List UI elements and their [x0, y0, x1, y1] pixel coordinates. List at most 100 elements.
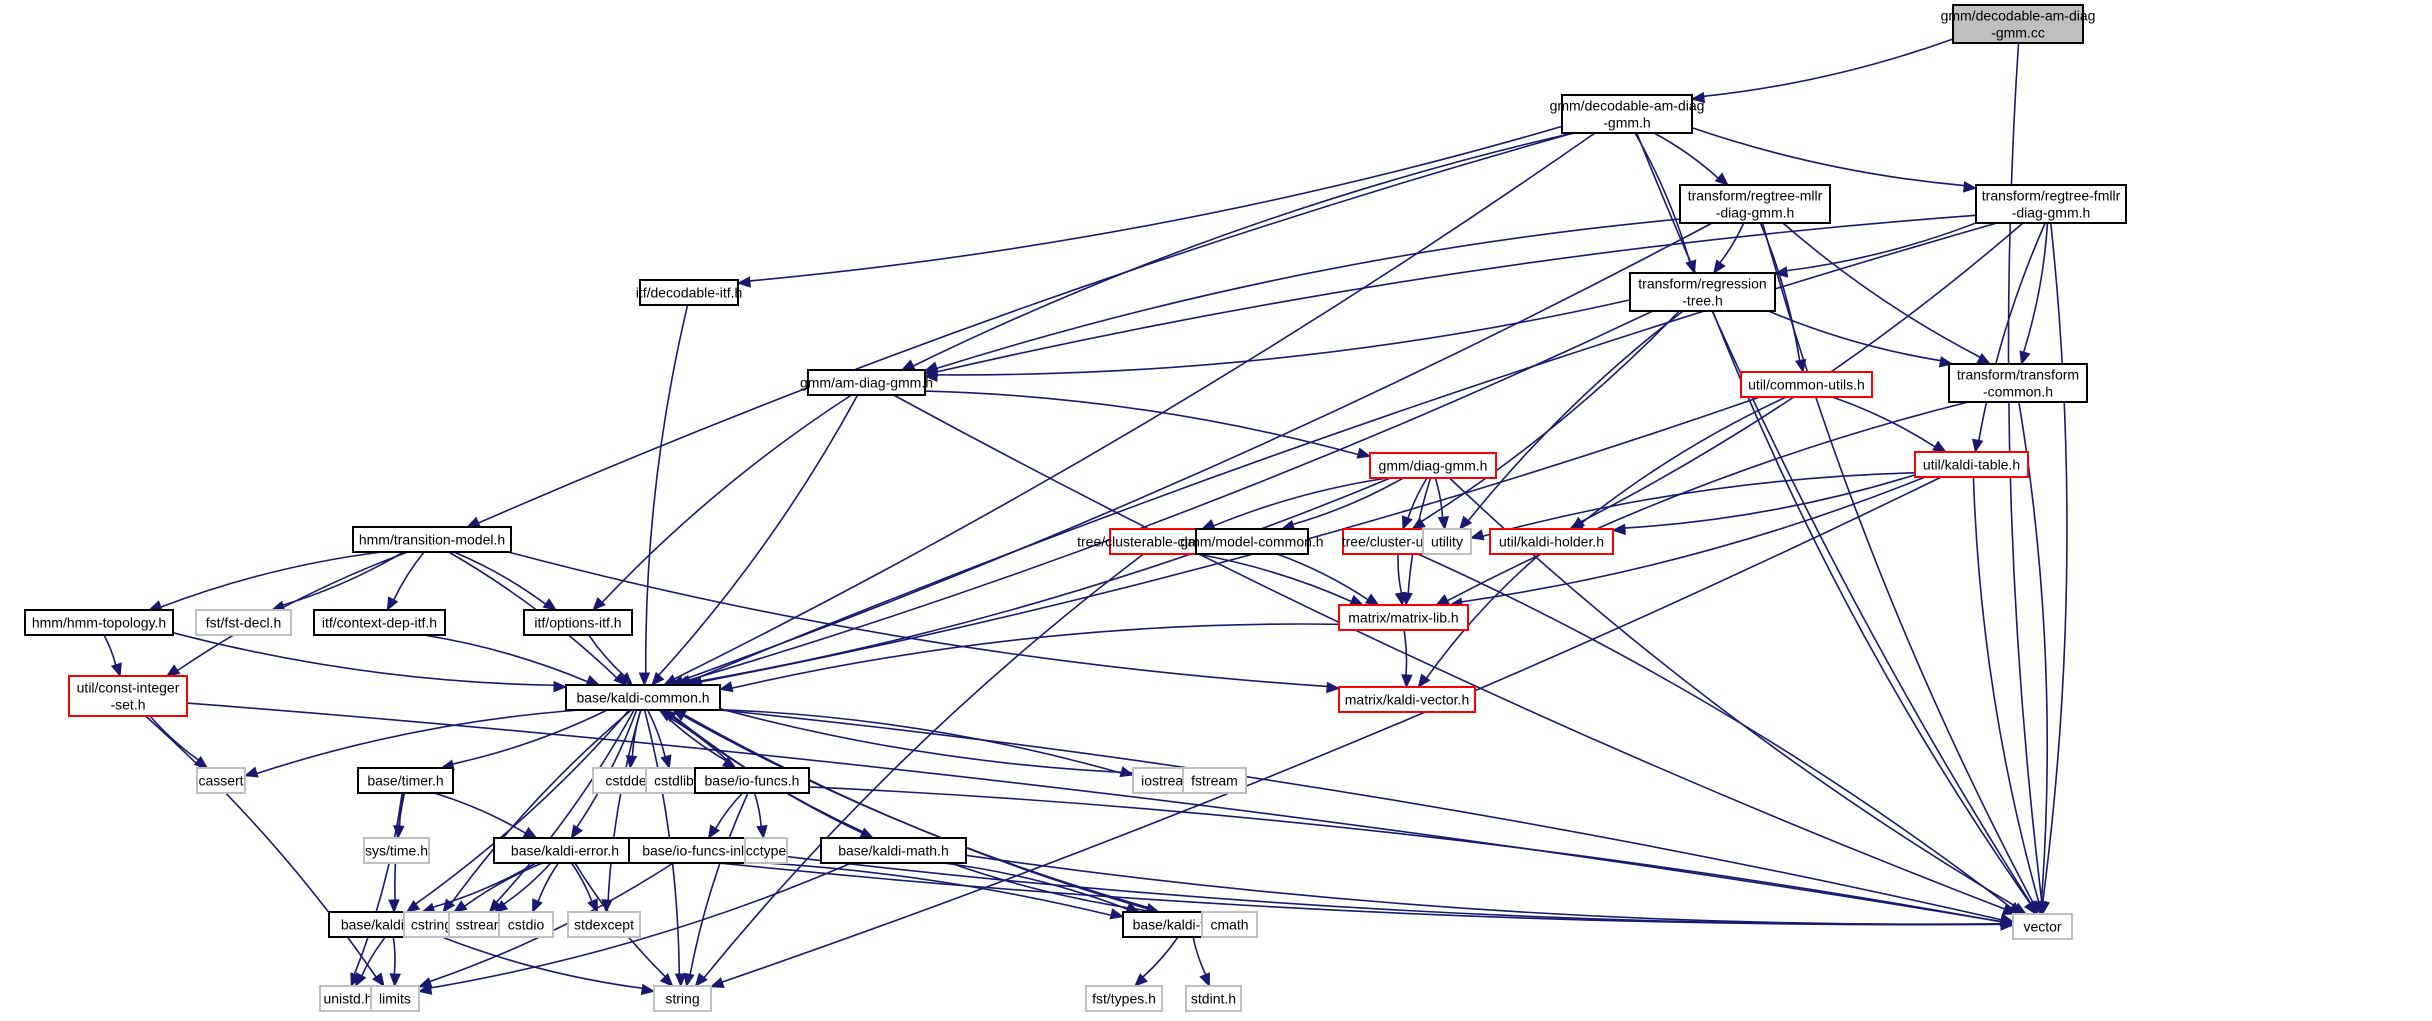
edge-line: [719, 709, 2002, 921]
arrowhead-icon: [585, 675, 601, 686]
node-label: transform/regression: [1638, 276, 1766, 292]
node-amg[interactable]: gmm/am-diag-gmm.h: [800, 369, 933, 396]
edge-line: [570, 862, 593, 902]
node-tm[interactable]: hmm/transition-model.h: [352, 526, 512, 553]
node-root[interactable]: gmm/decodable-am-diag-gmm.cc: [1941, 4, 2096, 44]
node-label: fst/fst-decl.h: [206, 615, 281, 631]
arrowhead-icon: [900, 359, 916, 371]
edge-line: [808, 786, 2002, 923]
node-label: iostream: [1141, 773, 1195, 789]
node-label: base/io-funcs.h: [705, 773, 800, 789]
node-label: cstdio: [508, 917, 545, 933]
node-dam[interactable]: gmm/decodable-am-diag-gmm.h: [1550, 94, 1705, 134]
node-stdexcept: stdexcept: [567, 911, 641, 938]
node-label: cstring: [411, 917, 452, 933]
node-util: utility: [1422, 528, 1472, 555]
edge-line: [681, 222, 1713, 681]
arrowhead-icon: [493, 899, 509, 913]
include-edge-dg-to-clu: [1402, 477, 1428, 531]
arrowhead-icon: [2000, 918, 2015, 931]
node-box: [1182, 767, 1247, 794]
node-km[interactable]: base/kaldi-math.h: [820, 837, 967, 864]
node-tc[interactable]: transform/transform-common.h: [1948, 363, 2088, 403]
include-edge-mc-to-ml: [1276, 553, 1380, 606]
node-kv[interactable]: matrix/kaldi-vector.h: [1338, 686, 1476, 713]
arrowhead-icon: [2008, 901, 2023, 915]
edge-line: [1292, 477, 1404, 526]
include-edge-dg-to-cc: [1200, 477, 1388, 530]
arrowhead-icon: [1326, 681, 1341, 694]
node-fmllr[interactable]: transform/regtree-fmllr-diag-gmm.h: [1975, 184, 2127, 224]
arrowhead-icon: [625, 754, 638, 770]
node-box: [68, 675, 188, 717]
node-cstdlib: cstdlib: [645, 767, 703, 794]
edge-line: [943, 862, 1128, 910]
node-opt[interactable]: itf/options-itf.h: [523, 609, 633, 636]
node-cis[interactable]: util/const-integer-set.h: [68, 675, 188, 717]
include-edge-kc-to-ku: [405, 709, 630, 913]
node-mc[interactable]: gmm/model-common.h: [1180, 528, 1324, 555]
edge-line: [1196, 553, 1352, 603]
include-edge-dg-to-kc: [684, 477, 1391, 689]
node-rt[interactable]: transform/regression-tree.h: [1629, 272, 1776, 312]
node-box: [196, 767, 246, 794]
include-edge-fmllr-to-tc: [2019, 222, 2049, 366]
node-dec[interactable]: itf/decodable-itf.h: [636, 279, 743, 306]
include-edge-ku-to-limits: [389, 936, 401, 988]
node-label: hmm/hmm-topology.h: [32, 615, 166, 631]
node-label: gmm/decodable-am-diag: [1941, 8, 2096, 24]
node-label: fst/types.h: [1092, 991, 1156, 1007]
node-topo[interactable]: hmm/hmm-topology.h: [24, 609, 174, 636]
edge-line: [353, 792, 403, 975]
node-box: [1185, 985, 1242, 1012]
node-systime: sys/time.h: [363, 837, 430, 864]
node-kt[interactable]: util/kaldi-table.h: [1914, 451, 2029, 478]
node-label: itf/options-itf.h: [534, 615, 621, 631]
node-box: [694, 767, 810, 794]
edge-line: [433, 792, 526, 834]
arrowhead-icon: [1932, 440, 1947, 453]
node-box: [1561, 94, 1693, 134]
node-label: sys/time.h: [365, 843, 428, 859]
node-timer[interactable]: base/timer.h: [357, 767, 454, 794]
node-ke[interactable]: base/kaldi-error.h: [493, 837, 637, 864]
edge-line: [731, 623, 1340, 689]
edge-line: [703, 553, 1145, 979]
arrowhead-icon: [592, 597, 606, 611]
include-edge-kt-to-kh: [1611, 474, 1916, 536]
node-label: util/kaldi-holder.h: [1499, 534, 1604, 550]
edge-line: [1403, 629, 1408, 676]
node-box: [1338, 604, 1469, 631]
node-label: itf/decodable-itf.h: [636, 285, 743, 301]
edge-line: [658, 394, 859, 676]
arrowhead-icon: [488, 898, 503, 913]
edge-line: [2018, 401, 2049, 903]
node-kh[interactable]: util/kaldi-holder.h: [1489, 528, 1614, 555]
include-edge-cu-to-kh: [1570, 396, 1787, 530]
include-edge-tm-to-cd: [386, 551, 425, 612]
include-edge-clu-to-ml: [1394, 553, 1407, 607]
node-ml[interactable]: matrix/matrix-lib.h: [1338, 604, 1469, 631]
edge-line: [450, 709, 632, 904]
node-mllr[interactable]: transform/regtree-mllr-diag-gmm.h: [1679, 184, 1831, 224]
arrowhead-icon: [1469, 529, 1485, 541]
node-cu[interactable]: util/common-utils.h: [1740, 371, 1873, 398]
node-kc[interactable]: base/kaldi-common.h: [565, 684, 721, 711]
node-iof[interactable]: base/io-funcs.h: [694, 767, 810, 794]
arrowhead-icon: [619, 672, 634, 686]
node-box: [1338, 686, 1476, 713]
node-dg[interactable]: gmm/diag-gmm.h: [1369, 452, 1497, 479]
node-label: util/kaldi-table.h: [1923, 457, 2020, 473]
arrowhead-icon: [1394, 591, 1407, 607]
node-label: -diag-gmm.h: [2012, 205, 2091, 221]
node-cd[interactable]: itf/context-dep-itf.h: [313, 609, 446, 636]
include-edge-mllr-to-rt: [1713, 222, 1745, 275]
arrowhead-icon: [1200, 519, 1216, 530]
edge-line: [1786, 222, 1977, 272]
include-edge-tm-to-kv: [507, 551, 1341, 694]
edge-line: [1142, 936, 1179, 978]
node-label: gmm/diag-gmm.h: [1379, 458, 1488, 474]
include-edge-ktyp-to-fsttypes: [1134, 936, 1179, 987]
edge-line: [936, 299, 1631, 376]
